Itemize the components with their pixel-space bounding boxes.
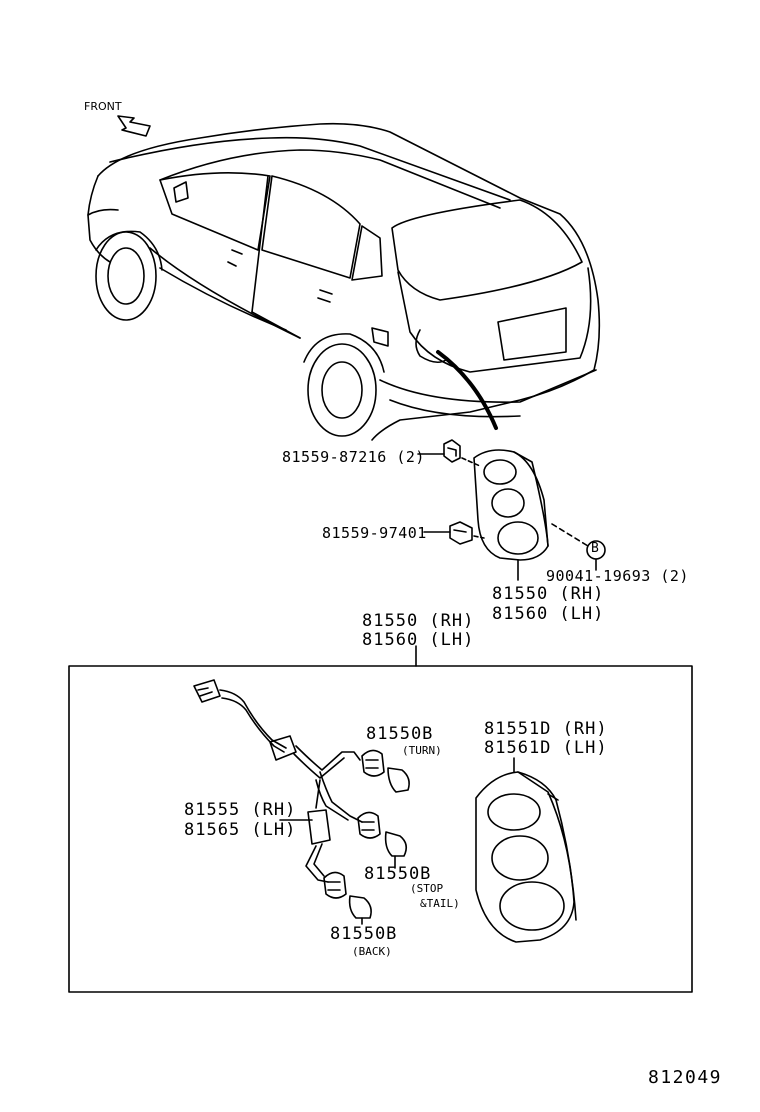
callout-screw: 90041-19693 (2) xyxy=(546,567,689,585)
callout-clip-lower: 81559-97401 xyxy=(322,524,427,542)
tail-lamp-lens-large xyxy=(475,757,577,943)
callout-socket-turn: 81550B xyxy=(366,724,434,744)
callout-wiring-rh: 81555 (RH) xyxy=(184,800,297,820)
detail-box xyxy=(68,665,693,993)
callout-lamp-assy-rh: 81550 (RH) xyxy=(492,584,605,604)
vehicle-illustration xyxy=(87,122,601,441)
figure-number: 812049 xyxy=(648,1067,723,1088)
callout-lens-lh: 81561D (LH) xyxy=(484,738,608,758)
socket-bulb-turn xyxy=(361,749,410,793)
callout-socket-back: 81550B xyxy=(330,924,398,944)
box-title-rh: 81550 (RH) xyxy=(362,611,475,631)
clip-part-lower xyxy=(423,521,485,545)
socket-bulb-stop-tail xyxy=(357,811,408,857)
callout-socket-stop-note2: &TAIL) xyxy=(420,897,460,910)
callout-socket-turn-note: (TURN) xyxy=(402,744,442,757)
front-arrow-icon xyxy=(117,115,151,137)
box-title-lh: 81560 (LH) xyxy=(362,630,475,650)
callout-socket-stop-note1: (STOP xyxy=(410,882,444,895)
callout-socket-back-note: (BACK) xyxy=(352,945,392,958)
wiring-harness xyxy=(193,679,363,883)
callout-lens-rh: 81551D (RH) xyxy=(484,719,608,739)
callout-wiring-lh: 81565 (LH) xyxy=(184,820,297,840)
clip-part-upper xyxy=(417,439,481,467)
socket-bulb-back xyxy=(323,871,372,919)
callout-lamp-assy-lh: 81560 (LH) xyxy=(492,604,605,624)
front-direction-label: FRONT xyxy=(84,100,122,113)
callout-clip-upper: 81559-87216 (2) xyxy=(282,448,425,466)
tail-lamp-small xyxy=(473,449,589,581)
callout-reference-marker: B xyxy=(591,541,600,556)
callout-socket-stop: 81550B xyxy=(364,864,432,884)
